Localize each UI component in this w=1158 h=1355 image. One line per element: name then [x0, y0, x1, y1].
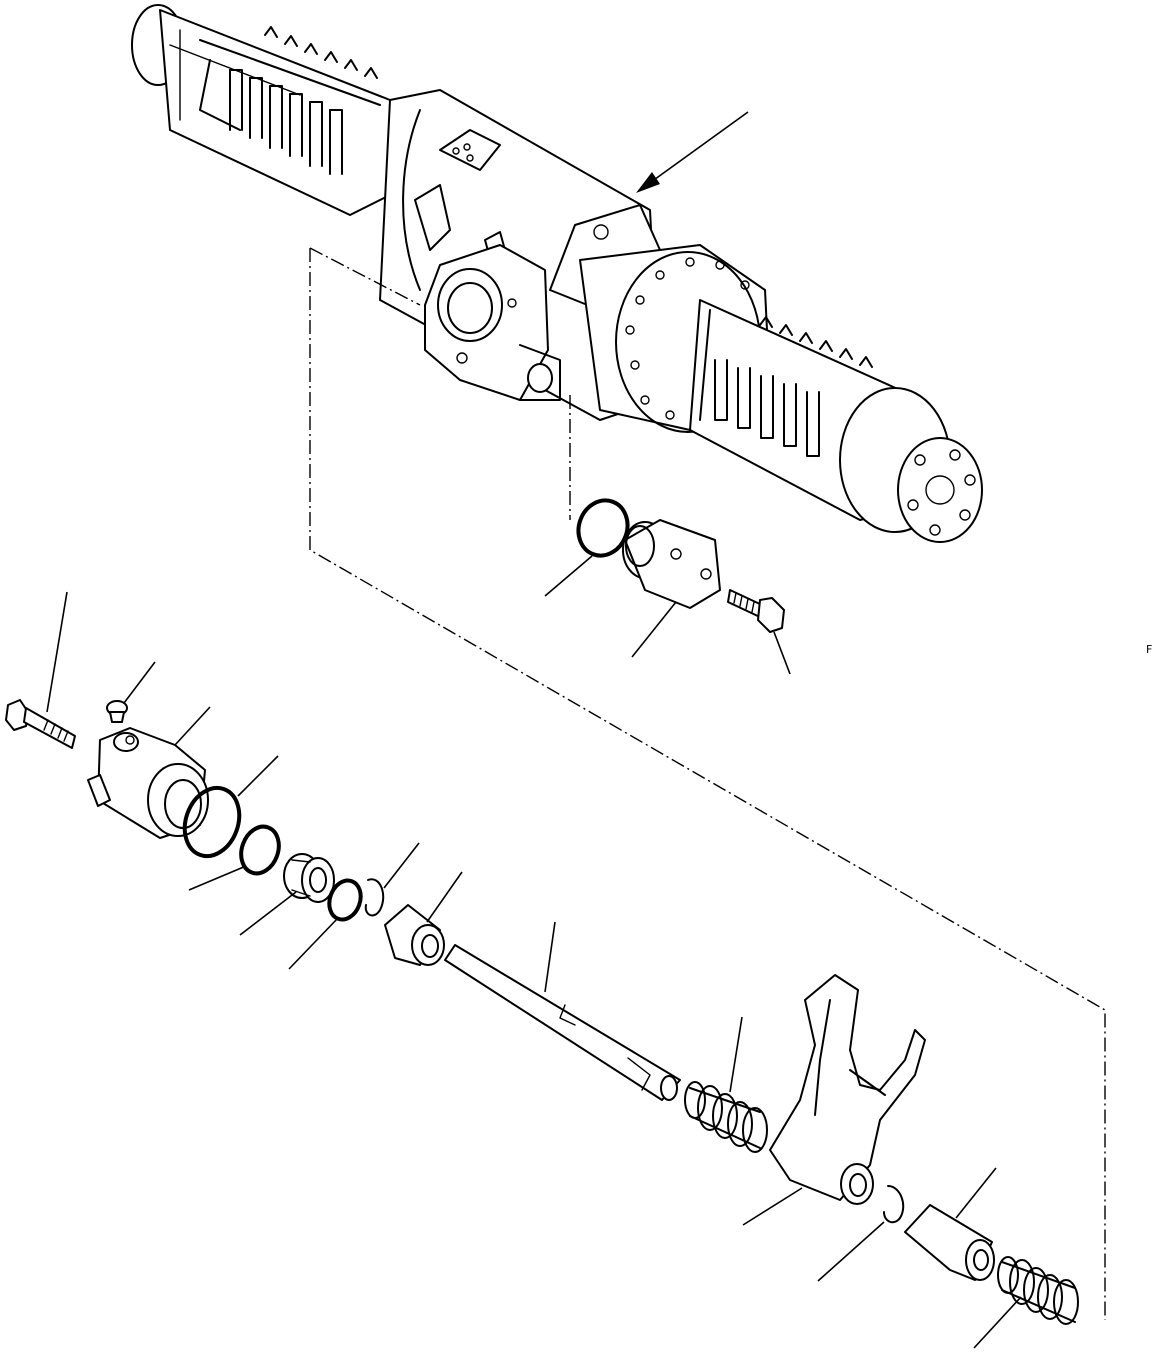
leader-coil-spring-middle: [729, 1016, 743, 1093]
coil-spring-middle: [684, 1081, 768, 1153]
shift-fork: [769, 974, 926, 1205]
shift-cylinder-housing: [87, 727, 209, 839]
assembly-phantom-lines: [309, 247, 1106, 1320]
spacer-sleeve-right: [904, 1204, 995, 1281]
leader-cover-plug: [631, 601, 677, 658]
shift-rod: [444, 944, 681, 1101]
long-bolt: [5, 699, 76, 749]
coil-spring-right: [997, 1256, 1079, 1325]
mounting-boss: [424, 244, 561, 401]
leader-o-ring-large: [237, 755, 279, 797]
leader-o-ring-upper: [544, 555, 593, 597]
axle-housing-assembly: [131, 4, 983, 543]
snap-ring-right: [883, 1185, 905, 1224]
cover-bolt: [727, 589, 785, 633]
leader-spacer-left: [426, 871, 463, 923]
right-axle-tube: [689, 299, 983, 543]
leader-snap-ring-right: [817, 1221, 885, 1282]
leader-piston: [239, 891, 297, 936]
leader-snap-ring-left: [383, 842, 420, 889]
snap-ring-left: [364, 878, 385, 917]
o-ring-medium: [239, 824, 281, 876]
leader-long-bolt: [46, 591, 68, 713]
leader-spacer-right: [955, 1167, 997, 1219]
spacer-sleeve-left: [384, 904, 445, 966]
cover-plug: [622, 519, 721, 609]
leader-o-ring-small: [288, 917, 339, 970]
leader-o-ring-medium: [188, 865, 247, 891]
view-direction-arrow: [636, 111, 749, 193]
leader-shift-fork: [742, 1187, 803, 1226]
leader-shift-rod: [544, 921, 556, 993]
leader-cover-bolt: [773, 631, 791, 675]
piston: [283, 853, 335, 903]
left-axle-tube: [131, 4, 401, 216]
margin-mark: F: [1146, 643, 1153, 656]
small-screw: [106, 700, 128, 723]
leader-coil-spring-right: [973, 1296, 1022, 1349]
leader-small-screw: [123, 661, 156, 704]
leader-cylinder-housing: [174, 706, 211, 746]
o-ring-large: [182, 785, 242, 859]
